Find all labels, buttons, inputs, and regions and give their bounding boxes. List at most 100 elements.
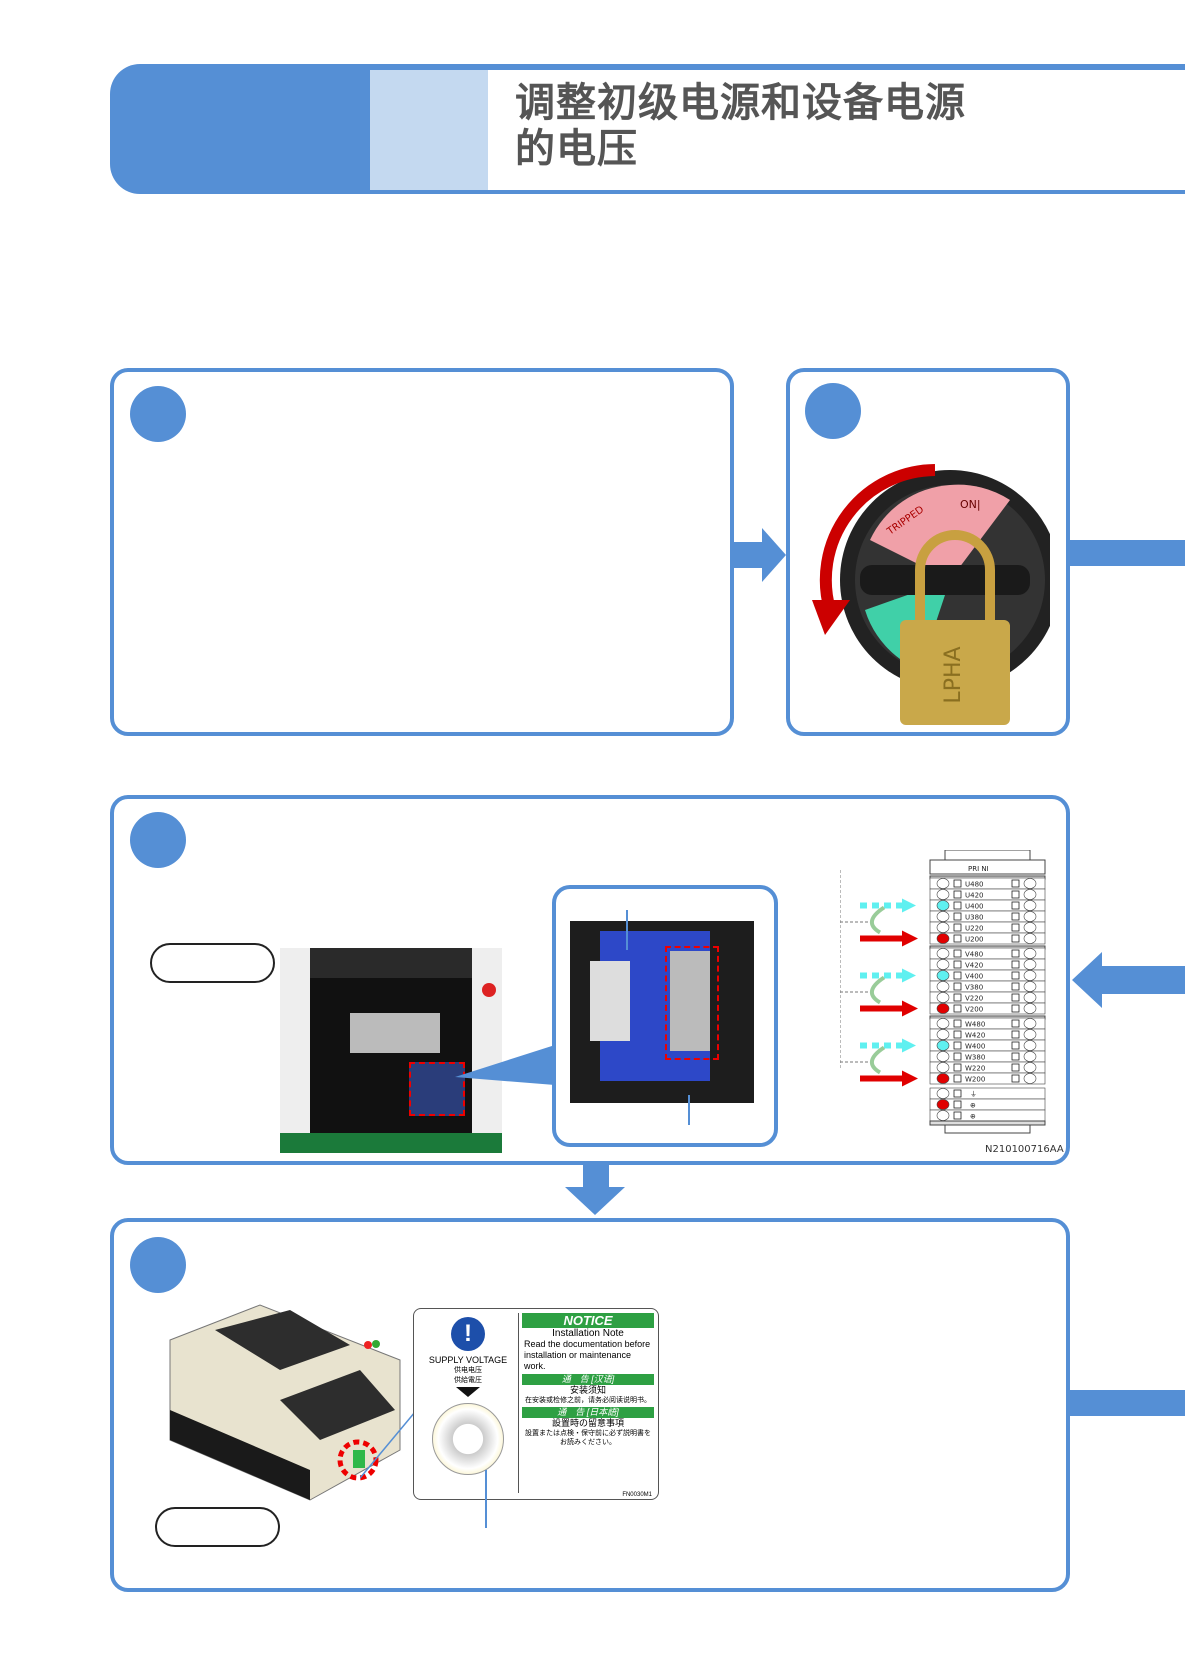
header-title-area xyxy=(488,70,1185,190)
terminal-screw xyxy=(936,948,950,959)
terminal-square xyxy=(1011,1041,1020,1050)
step-4-label-pill xyxy=(155,1507,280,1547)
jp-title: 設置時の留意事項 xyxy=(551,1418,624,1428)
terminal-screw xyxy=(1023,1051,1037,1062)
curve-arrow-icon xyxy=(870,1045,886,1075)
terminal-square xyxy=(953,879,962,888)
terminal-screw xyxy=(1023,1018,1037,1029)
terminal-square xyxy=(1011,912,1020,921)
on-label: ON| xyxy=(960,498,981,511)
terminal-label: U420 xyxy=(965,892,983,900)
terminal-screw xyxy=(1023,889,1037,900)
down-triangle-icon xyxy=(456,1387,480,1397)
terminal-screw xyxy=(1023,933,1037,944)
terminal-screw xyxy=(1023,1029,1037,1040)
terminal-square xyxy=(1011,949,1020,958)
step-3-marker xyxy=(130,812,186,868)
terminal-screw xyxy=(936,889,950,900)
terminal-label: V200 xyxy=(965,1006,983,1014)
terminal-square xyxy=(1011,971,1020,980)
red-arrowhead-icon xyxy=(902,930,918,947)
terminal-row xyxy=(929,1002,1046,1015)
terminal-square xyxy=(953,982,962,991)
terminal-square xyxy=(953,1100,962,1109)
callout-line xyxy=(455,1045,555,1085)
cyan-arrowhead-icon xyxy=(902,1038,916,1053)
terminal-label: V220 xyxy=(965,995,983,1003)
terminal-screw xyxy=(936,1018,950,1029)
supply-voltage-cn: 供电电压 xyxy=(454,1367,482,1374)
supply-voltage-label: SUPPLY VOLTAGE xyxy=(428,1355,508,1365)
terminal-square xyxy=(953,971,962,980)
terminal-square xyxy=(1011,1074,1020,1083)
terminal-screw xyxy=(936,878,950,889)
red-arrow-shaft xyxy=(860,1075,904,1082)
terminal-square xyxy=(1011,901,1020,910)
terminal-screw xyxy=(936,1099,950,1110)
terminal-screw xyxy=(936,970,950,981)
cyan-arrowhead-icon xyxy=(902,898,916,913)
terminal-square xyxy=(953,1030,962,1039)
terminal-label: U380 xyxy=(965,914,983,922)
terminal-square xyxy=(953,1019,962,1028)
terminal-square xyxy=(1011,960,1020,969)
terminal-base xyxy=(944,1124,1031,1134)
terminal-screw xyxy=(1023,948,1037,959)
terminal-screw xyxy=(936,1110,950,1121)
terminal-screw xyxy=(936,922,950,933)
terminal-screw xyxy=(936,900,950,911)
page-title: 调整初级电源和设备电源 的电压 xyxy=(515,80,966,172)
jp-header: 通 告 [日本語] xyxy=(522,1407,654,1418)
notice-title: NOTICE xyxy=(522,1313,654,1328)
machine-front-photo xyxy=(280,948,502,1153)
terminal-square xyxy=(1011,879,1020,888)
transformer-photo xyxy=(570,921,754,1103)
info-icon: ! xyxy=(451,1317,485,1351)
terminal-screw xyxy=(1023,959,1037,970)
terminal-label: W420 xyxy=(965,1032,985,1040)
terminal-label: W200 xyxy=(965,1076,985,1084)
notice-label: ! SUPPLY VOLTAGE 供电电压 供給電圧 NOTICE Instal… xyxy=(413,1308,659,1500)
install-note-text: Read the documentation before installati… xyxy=(524,1339,651,1371)
curve-arrow-icon xyxy=(870,905,886,935)
terminal-label: U220 xyxy=(965,925,983,933)
terminal-label: W480 xyxy=(965,1021,985,1029)
terminal-screw xyxy=(1023,878,1037,889)
callout-line xyxy=(360,1411,416,1479)
terminal-screw xyxy=(1023,900,1037,911)
terminal-screw xyxy=(936,981,950,992)
terminal-square xyxy=(953,1041,962,1050)
terminal-screw xyxy=(1023,922,1037,933)
leader-line xyxy=(485,1470,487,1528)
power-switch-image: TRIPPED ON| LPHA xyxy=(810,460,1060,734)
red-arrowhead-icon xyxy=(902,1000,918,1017)
highlight-box xyxy=(409,1062,465,1116)
terminal-square xyxy=(953,1004,962,1013)
terminal-label: W400 xyxy=(965,1043,985,1051)
terminal-square xyxy=(953,960,962,969)
connector-bar xyxy=(1070,540,1185,566)
terminal-top xyxy=(944,849,1031,861)
terminal-square xyxy=(953,949,962,958)
cn-title: 安装须知 xyxy=(569,1385,606,1395)
terminal-screw xyxy=(936,911,950,922)
terminal-square xyxy=(1011,923,1020,932)
terminal-screw xyxy=(1023,970,1037,981)
arrow-down-icon xyxy=(565,1165,625,1219)
machine-iso-illustration xyxy=(150,1300,410,1524)
terminal-square xyxy=(953,923,962,932)
terminal-square xyxy=(1011,890,1020,899)
terminal-screw xyxy=(936,1040,950,1051)
terminal-square xyxy=(953,901,962,910)
terminal-square xyxy=(953,1063,962,1072)
terminal-screw xyxy=(936,1029,950,1040)
terminal-label: V480 xyxy=(965,951,983,959)
terminal-row xyxy=(929,932,1046,945)
terminal-screw xyxy=(936,1051,950,1062)
terminal-square xyxy=(1011,1063,1020,1072)
voltage-dial xyxy=(432,1403,504,1475)
terminal-screw xyxy=(1023,1040,1037,1051)
page-title-line1: 调整初级电源和设备电源 xyxy=(515,80,966,126)
leader-line xyxy=(626,910,628,950)
install-note-heading: Installation Note xyxy=(552,1328,624,1339)
